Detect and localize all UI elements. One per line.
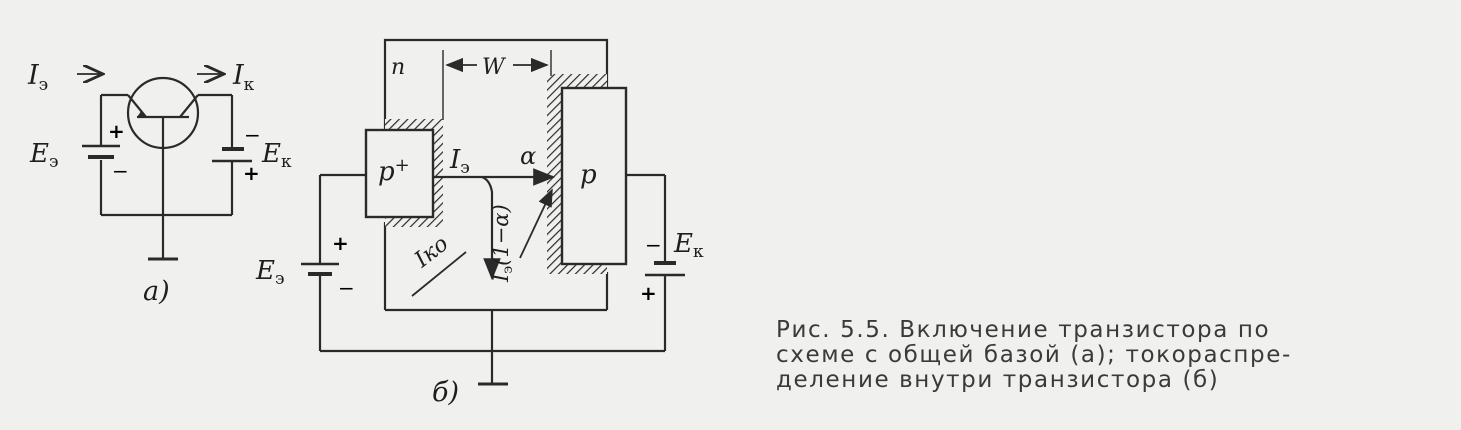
ie-label-b: Iэ bbox=[449, 145, 470, 178]
plus-ee-b: + bbox=[332, 231, 349, 255]
alpha-label: α bbox=[520, 142, 536, 170]
ee-label-b: Eэ bbox=[255, 256, 285, 289]
ee-label-a: Eэ bbox=[29, 139, 59, 172]
fig-label-a: a) bbox=[143, 276, 170, 307]
p-plus-emitter bbox=[364, 128, 435, 219]
ik-label-a: Iк bbox=[232, 60, 255, 95]
caption-line-2: схеме с общей базой (а); токораспре- bbox=[776, 342, 1292, 368]
ie-label-a: Iэ bbox=[27, 60, 48, 95]
ek-label-b: Eк bbox=[673, 229, 704, 262]
minus-ek-b: − bbox=[645, 233, 662, 257]
p-plus-label: p+ bbox=[378, 155, 410, 187]
plus-ee-a: + bbox=[108, 119, 125, 143]
plus-ek-a: + bbox=[243, 161, 260, 185]
ie-one-minus-alpha-label: Iэ(1−α) bbox=[489, 204, 516, 283]
minus-ee-b: − bbox=[338, 276, 355, 300]
iko-arrow bbox=[519, 188, 553, 259]
caption-line-1: Рис. 5.5. Включение транзистора по bbox=[776, 317, 1271, 343]
fig-label-b: б) bbox=[432, 377, 459, 408]
ek-label-a: Eк bbox=[261, 139, 292, 172]
plus-ek-b: + bbox=[640, 281, 657, 305]
minus-ee-a: − bbox=[112, 159, 129, 183]
minus-ek-a: − bbox=[244, 123, 261, 147]
caption-line-3: деление внутри транзистора (б) bbox=[776, 367, 1220, 393]
p-label: p bbox=[580, 160, 597, 190]
circuit-a bbox=[77, 74, 252, 261]
w-label: W bbox=[482, 55, 507, 80]
n-region-label: n bbox=[391, 55, 405, 80]
figure-caption: Рис. 5.5. Включение транзистора по схеме… bbox=[776, 318, 1416, 393]
collector-lead bbox=[179, 94, 199, 118]
p-collector bbox=[560, 86, 628, 266]
circuit-b bbox=[301, 38, 685, 386]
